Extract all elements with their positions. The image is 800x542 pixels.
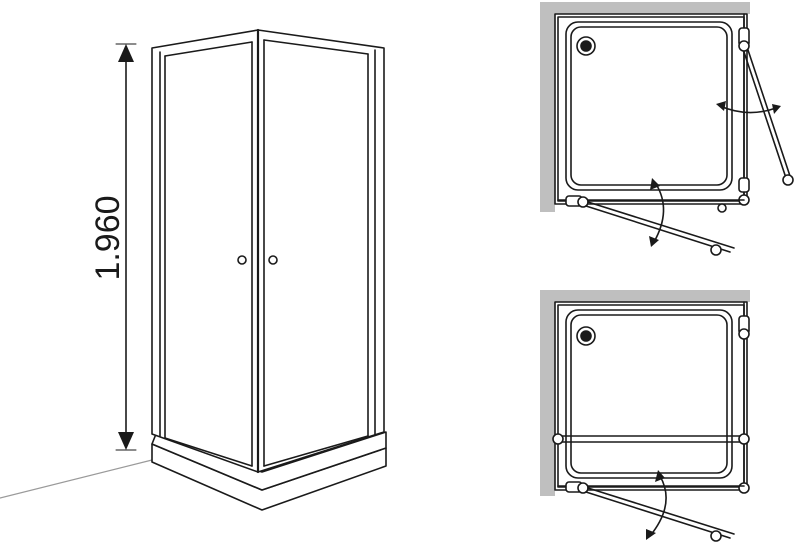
door-swing-arrow-icon	[646, 470, 667, 540]
door-swing-arrow-icon	[716, 101, 781, 114]
right-swing-door	[743, 49, 794, 186]
arrow-up-icon	[118, 44, 134, 62]
right-door	[257, 29, 385, 473]
door-swing-arrow-icon	[649, 178, 665, 247]
drain-icon	[576, 326, 596, 346]
left-door	[151, 29, 259, 473]
plan-view-single-door	[540, 290, 750, 542]
left-door-knob	[237, 255, 247, 265]
height-dimension	[115, 43, 137, 451]
hinge-icon	[738, 40, 750, 52]
floor-line	[0, 459, 153, 499]
arrow-down-icon	[118, 432, 134, 450]
plan-view-swing-doors	[540, 2, 794, 256]
drain-icon	[576, 36, 596, 56]
perspective-view	[0, 28, 387, 511]
height-label: 1.960	[89, 195, 127, 280]
fixed-panel	[552, 433, 750, 445]
right-door-knob	[268, 255, 278, 265]
bottom-swing-door	[585, 487, 735, 542]
hinge-icon	[738, 328, 750, 340]
